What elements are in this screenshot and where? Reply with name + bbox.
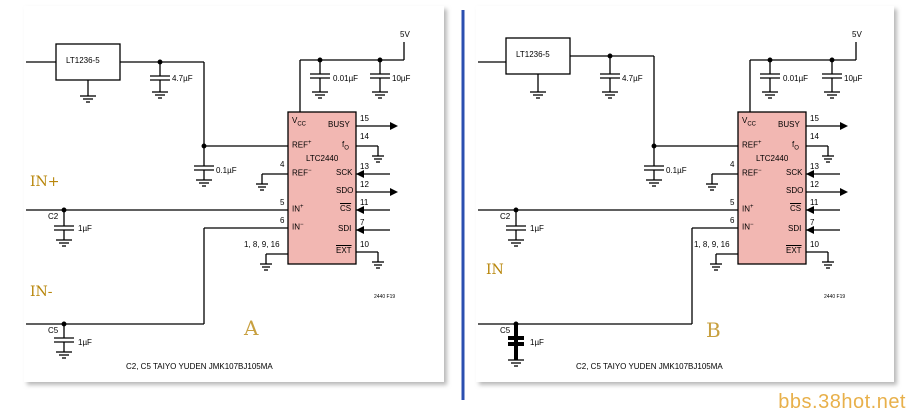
pin-num-15: 15 xyxy=(360,114,369,123)
pin-num-12: 12 xyxy=(810,180,819,189)
input-label: IN xyxy=(486,262,504,278)
pin-cs: CS xyxy=(790,204,802,213)
pin-num-10: 10 xyxy=(810,240,819,249)
ltc2440-chip-a xyxy=(287,111,357,265)
pin-num-13: 13 xyxy=(360,162,369,171)
pin-ref-minus: REF− xyxy=(292,168,312,178)
ref-plus-cap-label: 0.1µF xyxy=(216,166,237,175)
pin-num-5: 5 xyxy=(280,198,285,207)
pin-num-4: 4 xyxy=(280,160,285,169)
pin-sck: SCK xyxy=(336,168,353,177)
pin-num-12: 12 xyxy=(360,180,369,189)
c2-value: 1µF xyxy=(78,224,92,233)
pin-num-11: 11 xyxy=(360,198,369,207)
c2-value: 1µF xyxy=(530,224,544,233)
pin-num-6: 6 xyxy=(280,216,285,225)
chip-name: LTC2440 xyxy=(756,154,789,163)
panel-a-schematic xyxy=(26,42,405,359)
figure-code: 2440 F19 xyxy=(374,294,396,300)
footnote: C2, C5 TAIYO YUDEN JMK107BJ105MA xyxy=(126,362,273,371)
pin-num-6: 6 xyxy=(730,216,735,225)
pin-num-11: 11 xyxy=(810,198,819,207)
chip-name: LTC2440 xyxy=(306,154,339,163)
pin-num-5: 5 xyxy=(730,198,735,207)
c2-label: C2 xyxy=(500,212,511,221)
lt1236-label: LT1236-5 xyxy=(66,56,100,65)
vcc-cap-1-label: 0.01µF xyxy=(783,74,809,83)
pin-in-minus: IN− xyxy=(742,222,754,232)
pin-num-7: 7 xyxy=(360,218,365,227)
c5-value: 1µF xyxy=(530,338,544,347)
pin-num-14: 14 xyxy=(810,132,819,141)
figure-code: 2440 F19 xyxy=(824,294,846,300)
ref-bypass-cap-label: 4.7µF xyxy=(172,74,193,83)
pin-fo: fO xyxy=(342,140,349,152)
ltc2440-chip-b xyxy=(737,111,807,265)
pin-in-minus: IN− xyxy=(292,222,304,232)
pin-num-10: 10 xyxy=(360,240,369,249)
pin-sdo: SDO xyxy=(786,186,804,195)
pin-in-plus: IN+ xyxy=(742,204,754,214)
panel-b-c5-shorted xyxy=(508,324,524,360)
ref-plus-cap-label: 0.1µF xyxy=(666,166,687,175)
pin-busy: BUSY xyxy=(778,120,800,129)
pin-sdi: SDI xyxy=(338,224,352,233)
watermark: bbs.38hot.net xyxy=(778,391,906,413)
lt1236-label: LT1236-5 xyxy=(516,50,550,59)
panel-a-arrows xyxy=(356,122,398,234)
c5-label: C5 xyxy=(48,326,59,335)
gnd-pins-label: 1, 8, 9, 16 xyxy=(244,240,280,249)
input-top-label: IN+ xyxy=(30,174,60,190)
pin-num-13: 13 xyxy=(810,162,819,171)
vcc-cap-2-label: 10µF xyxy=(392,74,411,83)
gnd-pins-label: 1, 8, 9, 16 xyxy=(694,240,730,249)
pin-num-14: 14 xyxy=(360,132,369,141)
vcc-cap-2-label: 10µF xyxy=(844,74,863,83)
pin-ext: EXT xyxy=(336,246,352,255)
pin-num-15: 15 xyxy=(810,114,819,123)
c2-label: C2 xyxy=(48,212,59,221)
pin-fo: fO xyxy=(792,140,799,152)
pin-vcc: VCC xyxy=(742,116,757,128)
pin-vcc: VCC xyxy=(292,116,307,128)
pin-ref-plus: REF+ xyxy=(292,140,312,150)
lt1236-block-b xyxy=(505,37,571,75)
pin-sdi: SDI xyxy=(788,224,802,233)
c5-label: C5 xyxy=(500,326,511,335)
footnote: C2, C5 TAIYO YUDEN JMK107BJ105MA xyxy=(576,362,723,371)
panel-letter: A xyxy=(244,316,259,340)
pin-in-plus: IN+ xyxy=(292,204,304,214)
input-bottom-label: IN- xyxy=(30,284,53,300)
c5-value: 1µF xyxy=(78,338,92,347)
panel-b-schematic xyxy=(478,37,857,327)
pin-cs: CS xyxy=(340,204,352,213)
pin-num-4: 4 xyxy=(730,160,735,169)
vcc-supply-label: 5V xyxy=(852,30,862,39)
vcc-supply-label: 5V xyxy=(400,30,410,39)
panel-letter: B xyxy=(706,318,721,342)
vcc-cap-1-label: 0.01µF xyxy=(333,74,359,83)
pin-busy: BUSY xyxy=(328,120,350,129)
pin-ref-minus: REF− xyxy=(742,168,762,178)
pin-ext: EXT xyxy=(786,246,802,255)
pin-sck: SCK xyxy=(786,168,803,177)
ref-bypass-cap-label: 4.7µF xyxy=(622,74,643,83)
pin-ref-plus: REF+ xyxy=(742,140,762,150)
panel-b-arrows xyxy=(806,122,848,234)
pin-sdo: SDO xyxy=(336,186,354,195)
panel-b-c5-ground xyxy=(508,359,524,367)
pin-num-7: 7 xyxy=(810,218,815,227)
